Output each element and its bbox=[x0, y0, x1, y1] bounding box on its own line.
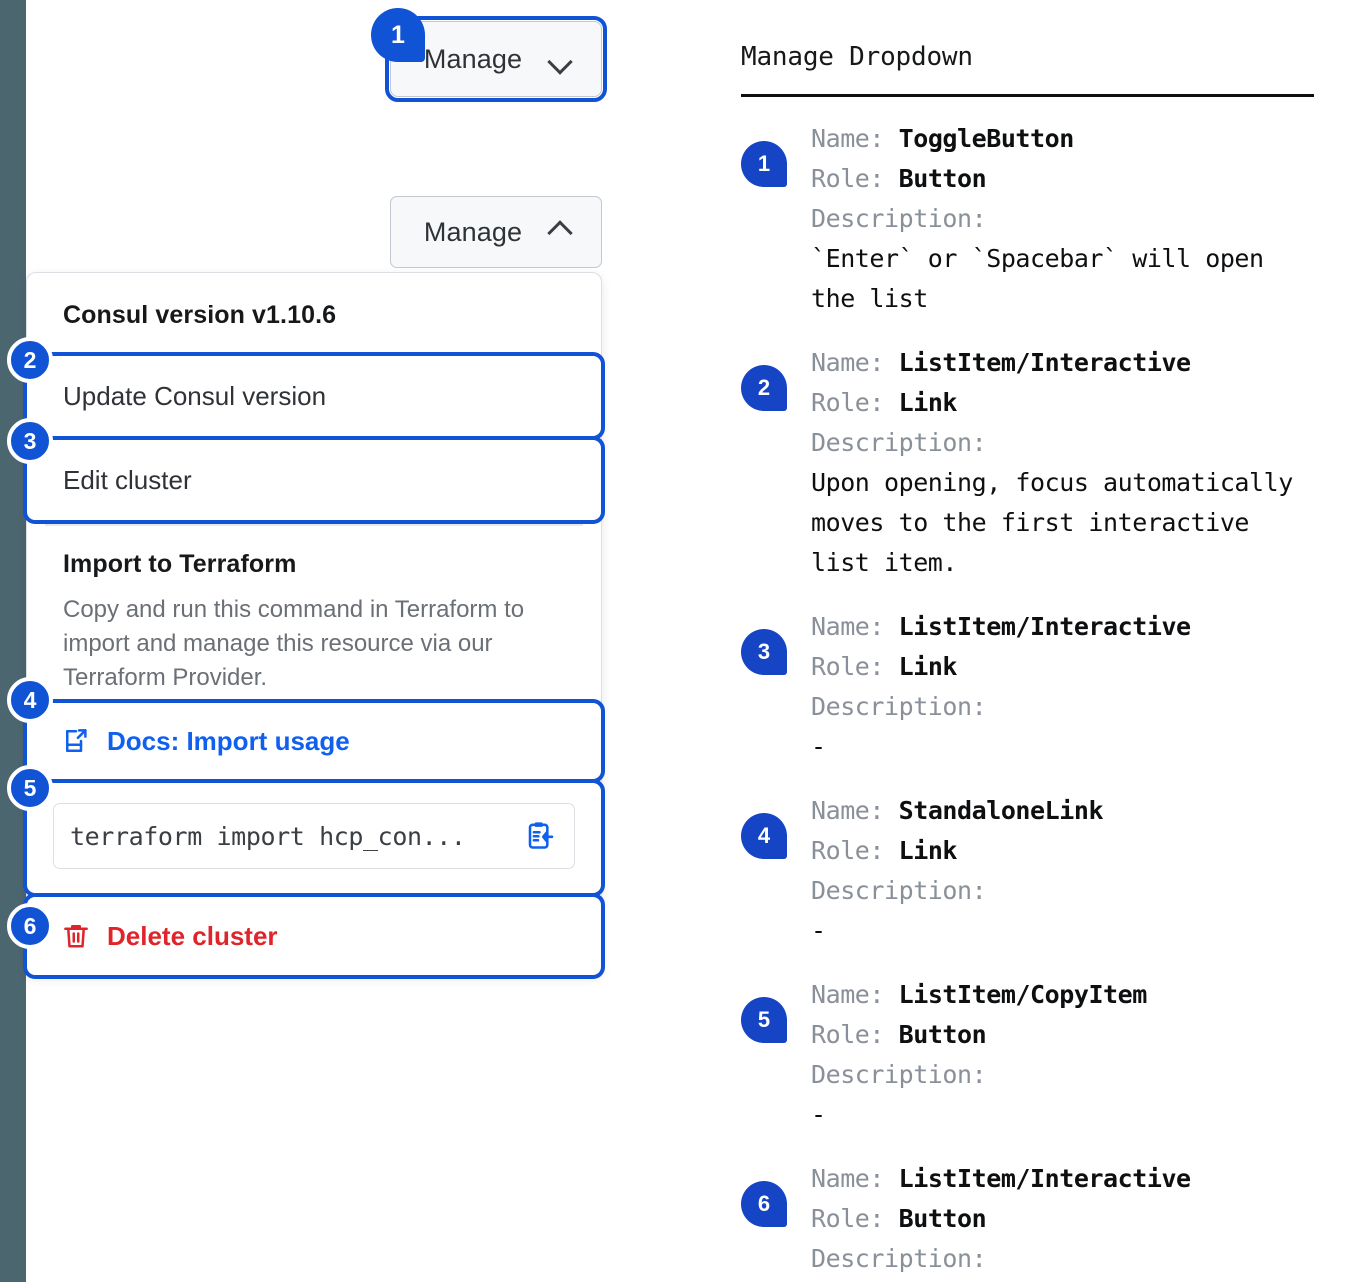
legend-entry: 5 Name: ListItem/CopyItem Role: Button D… bbox=[741, 975, 1341, 1135]
legend-role-value: Link bbox=[898, 652, 958, 681]
menu-item-update-consul-version[interactable]: Update Consul version bbox=[23, 352, 605, 440]
legend-badge-3: 3 bbox=[741, 629, 787, 675]
legend-entry: 2 Name: ListItem/Interactive Role: Link … bbox=[741, 343, 1341, 583]
menu-item-label: Update Consul version bbox=[63, 380, 327, 411]
legend-role-label: Role: bbox=[811, 1204, 885, 1233]
manage-button-open-label: Manage bbox=[423, 216, 523, 247]
legend-badge-4: 4 bbox=[741, 813, 787, 859]
legend-role-value: Link bbox=[898, 388, 958, 417]
legend-role-value: Button bbox=[898, 1204, 987, 1233]
legend-divider bbox=[741, 94, 1314, 97]
chevron-up-icon bbox=[548, 220, 572, 244]
delete-cluster-label: Delete cluster bbox=[107, 920, 278, 951]
docs-link-label: Docs: Import usage bbox=[107, 725, 350, 756]
legend-title: Manage Dropdown bbox=[741, 42, 973, 72]
legend-entry-body: Name: ToggleButton Role: Button Descript… bbox=[811, 119, 1341, 319]
consul-version-heading: Consul version v1.10.6 bbox=[63, 301, 337, 329]
ui-mock-column: Manage 1 Manage Consul version v1.10.6 U… bbox=[0, 0, 700, 1282]
menu-item-edit-cluster[interactable]: Edit cluster bbox=[23, 436, 605, 524]
annotation-badge-4: 4 bbox=[7, 677, 53, 723]
legend-name-value: ListItem/Interactive bbox=[898, 1164, 1191, 1193]
legend-role-label: Role: bbox=[811, 164, 885, 193]
left-sidebar-rail bbox=[0, 0, 26, 1282]
legend-name-label: Name: bbox=[811, 612, 885, 641]
terraform-command-field[interactable]: terraform import hcp_con... bbox=[53, 803, 575, 870]
legend-badge-slot: 6 bbox=[741, 1159, 811, 1227]
annotation-badge-6: 6 bbox=[7, 903, 53, 949]
terraform-command-value: terraform import hcp_con... bbox=[70, 821, 466, 851]
menu-item-label: Edit cluster bbox=[63, 464, 192, 495]
legend-description-label: Description: bbox=[811, 428, 987, 457]
legend-entry-body: Name: ListItem/Interactive Role: Link De… bbox=[811, 607, 1341, 767]
legend-badge-slot: 5 bbox=[741, 975, 811, 1043]
menu-item-docs-import-usage[interactable]: Docs: Import usage bbox=[23, 699, 605, 784]
manage-toggle-button-open[interactable]: Manage bbox=[390, 196, 602, 268]
legend-entry: 1 Name: ToggleButton Role: Button Descri… bbox=[741, 119, 1341, 319]
legend-badge-slot: 1 bbox=[741, 119, 811, 187]
legend-name-value: ListItem/Interactive bbox=[898, 612, 1191, 641]
annotation-badge-2: 2 bbox=[7, 337, 53, 383]
legend-name-label: Name: bbox=[811, 348, 885, 377]
legend-entry-body: Name: ListItem/Interactive Role: Link De… bbox=[811, 343, 1341, 583]
manage-button-label: Manage bbox=[423, 43, 523, 74]
legend-badge-2: 2 bbox=[741, 365, 787, 411]
legend-role-value: Button bbox=[898, 1020, 987, 1049]
legend-name-value: StandaloneLink bbox=[898, 796, 1104, 825]
chevron-down-icon bbox=[548, 47, 572, 71]
legend-name-label: Name: bbox=[811, 980, 885, 1009]
legend-description-label: Description: bbox=[811, 204, 987, 233]
legend-entry-body: Name: ListItem/Interactive Role: Button … bbox=[811, 1159, 1341, 1282]
legend-name-value: ListItem/CopyItem bbox=[898, 980, 1148, 1009]
legend-description-value: - bbox=[811, 732, 826, 761]
legend-entry: 4 Name: StandaloneLink Role: Link Descri… bbox=[741, 791, 1341, 951]
legend-badge-slot: 2 bbox=[741, 343, 811, 411]
trash-icon bbox=[61, 921, 91, 951]
legend-entry-body: Name: ListItem/CopyItem Role: Button Des… bbox=[811, 975, 1341, 1135]
copy-clipboard-icon[interactable] bbox=[524, 820, 556, 852]
legend-name-value: ToggleButton bbox=[898, 124, 1075, 153]
import-to-terraform-description: Copy and run this command in Terraform t… bbox=[63, 596, 525, 692]
legend-badge-6: 6 bbox=[741, 1181, 787, 1227]
annotation-badge-3: 3 bbox=[7, 418, 53, 464]
legend-entry-body: Name: StandaloneLink Role: Link Descript… bbox=[811, 791, 1341, 951]
menu-item-copy-terraform-command[interactable]: terraform import hcp_con... bbox=[23, 779, 605, 898]
legend-column: Manage Dropdown 1 Name: ToggleButton Rol… bbox=[741, 0, 1341, 1282]
legend-entry: 6 Name: ListItem/Interactive Role: Butto… bbox=[741, 1159, 1341, 1282]
legend-description-label: Description: bbox=[811, 1060, 987, 1089]
legend-role-label: Role: bbox=[811, 1020, 885, 1049]
import-to-terraform-block: Import to Terraform Copy and run this co… bbox=[27, 526, 601, 703]
manage-toggle-button-closed[interactable]: Manage bbox=[385, 16, 607, 102]
legend-description-label: Description: bbox=[811, 876, 987, 905]
manage-dropdown-panel: Consul version v1.10.6 Update Consul ver… bbox=[23, 272, 605, 980]
legend-entry: 3 Name: ListItem/Interactive Role: Link … bbox=[741, 607, 1341, 767]
legend-description-value: - bbox=[811, 1100, 826, 1129]
legend-description-value: `Enter` or `Spacebar` will open the list bbox=[811, 244, 1264, 313]
legend-name-label: Name: bbox=[811, 1164, 885, 1193]
legend-role-label: Role: bbox=[811, 388, 885, 417]
legend-description-value: - bbox=[811, 916, 826, 945]
legend-badge-1: 1 bbox=[741, 141, 787, 187]
legend-list: 1 Name: ToggleButton Role: Button Descri… bbox=[741, 119, 1341, 1282]
legend-name-label: Name: bbox=[811, 124, 885, 153]
legend-name-value: ListItem/Interactive bbox=[898, 348, 1191, 377]
legend-role-value: Link bbox=[898, 836, 958, 865]
legend-badge-slot: 4 bbox=[741, 791, 811, 859]
legend-description-label: Description: bbox=[811, 692, 987, 721]
legend-description-label: Description: bbox=[811, 1244, 987, 1273]
legend-role-label: Role: bbox=[811, 836, 885, 865]
menu-divider bbox=[45, 524, 583, 526]
annotation-badge-5: 5 bbox=[7, 765, 53, 811]
external-doc-icon bbox=[61, 726, 91, 756]
legend-role-label: Role: bbox=[811, 652, 885, 681]
legend-role-value: Button bbox=[898, 164, 987, 193]
menu-item-delete-cluster[interactable]: Delete cluster bbox=[23, 893, 605, 980]
annotation-badge-1: 1 bbox=[371, 8, 425, 62]
legend-description-value: Upon opening, focus automatically moves … bbox=[811, 468, 1293, 577]
import-to-terraform-heading: Import to Terraform bbox=[63, 550, 297, 578]
legend-badge-slot: 3 bbox=[741, 607, 811, 675]
legend-name-label: Name: bbox=[811, 796, 885, 825]
legend-badge-5: 5 bbox=[741, 997, 787, 1043]
